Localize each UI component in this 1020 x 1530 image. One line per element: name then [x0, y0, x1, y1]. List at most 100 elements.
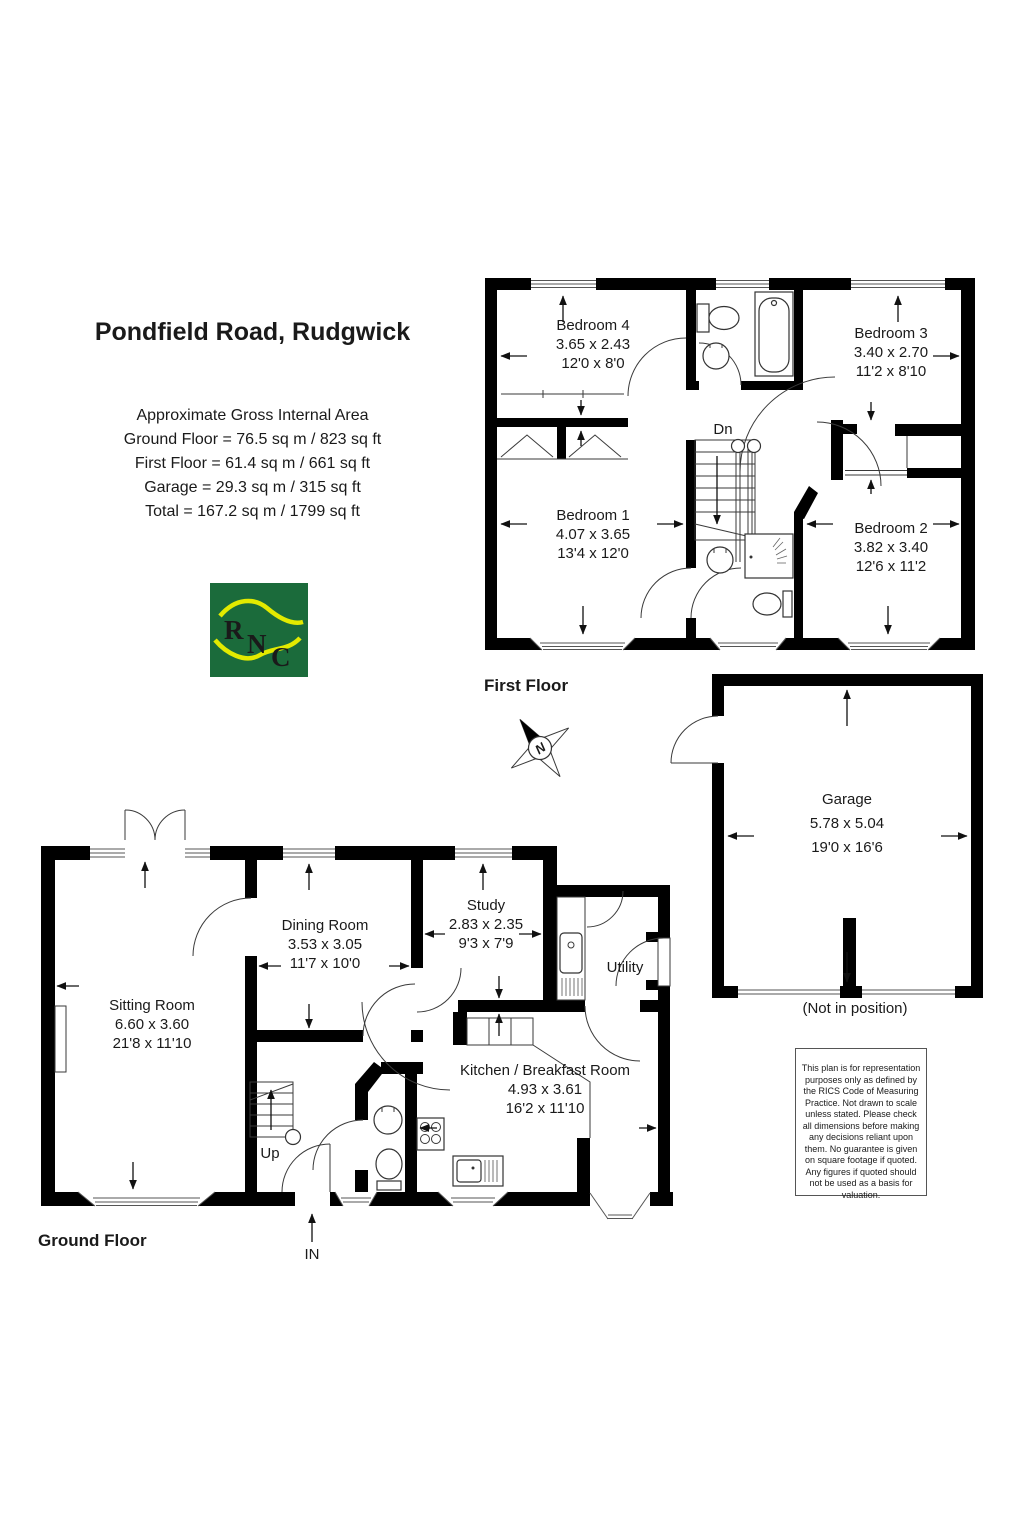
bedroom1-metric: 4.07 x 3.65 [556, 526, 630, 543]
bedroom4-imperial: 12'0 x 8'0 [561, 355, 624, 372]
first-floor-windows [529, 278, 945, 651]
sitting-room-imperial: 21'8 x 11'10 [113, 1035, 192, 1052]
door-arc-shower-room [690, 567, 742, 619]
bedroom3-name: Bedroom 3 [854, 325, 927, 342]
bedroom3-imperial: 11'2 x 8'10 [856, 363, 927, 380]
logo-letter-n: N [247, 629, 267, 659]
door-arc-bedroom3 [739, 376, 836, 473]
ground-floor-label: Ground Floor [38, 1231, 147, 1250]
logo-swoosh-top [218, 598, 304, 625]
door-arc-bedroom2 [816, 421, 882, 487]
bathroom-fixtures [696, 291, 794, 377]
door-arc-french-left [124, 809, 156, 841]
basin-icon [702, 342, 730, 370]
kitchen-imperial: 16'2 x 11'10 [506, 1100, 585, 1117]
wardrobes [497, 390, 908, 476]
stairs-down-label: Dn [713, 421, 732, 438]
garage-note: (Not in position) [802, 1000, 908, 1017]
study-name: Study [467, 897, 506, 914]
door-arc-french-right [154, 809, 186, 841]
bedroom4-metric: 3.65 x 2.43 [556, 336, 630, 353]
kitchen-counter-edge [532, 1044, 591, 1138]
area-line-ground: Ground Floor = 76.5 sq m / 823 sq ft [123, 431, 382, 448]
disclaimer-text: This plan is for representation purposes… [801, 1063, 921, 1200]
ground-floor-arrows [56, 861, 657, 1242]
utility-name: Utility [607, 959, 644, 976]
chimney-nib [54, 1005, 67, 1073]
door-arc-utility-rear [586, 890, 624, 928]
kitchen-metric: 4.93 x 3.61 [508, 1081, 582, 1098]
logo-background [210, 583, 308, 677]
shower-room-fixtures [706, 533, 794, 618]
bedroom2-metric: 3.82 x 3.40 [854, 539, 928, 556]
kitchen-name: Kitchen / Breakfast Room [460, 1062, 630, 1079]
sink-icon [559, 932, 583, 974]
door-arc-bedroom1 [640, 567, 692, 619]
toilet-cistern-icon [782, 590, 793, 618]
toilet-icon [752, 592, 782, 616]
sink-icon [456, 1159, 482, 1183]
bedroom2-imperial: 12'6 x 11'2 [856, 558, 927, 575]
first-floor-plan: Dn [485, 278, 975, 651]
bedroom4-name: Bedroom 4 [556, 317, 629, 334]
garage-imperial: 19'0 x 16'6 [811, 839, 883, 856]
rnc-logo: R N C [210, 583, 308, 677]
area-line-first: First Floor = 61.4 sq m / 661 sq ft [134, 455, 371, 472]
utility-counter [556, 896, 586, 1001]
basin-icon [373, 1105, 403, 1135]
compass-star [510, 718, 570, 778]
toilet-icon [375, 1148, 403, 1180]
bedroom1-name: Bedroom 1 [556, 507, 629, 524]
garage-door-openings [738, 986, 955, 998]
stairs-up-label: Up [260, 1145, 279, 1162]
garage-arrows [727, 689, 968, 983]
stairs-up [249, 1081, 302, 1146]
toilet-icon [708, 305, 740, 331]
door-arc-front-entrance [281, 1143, 331, 1193]
dining-room-name: Dining Room [282, 917, 369, 934]
study-metric: 2.83 x 2.35 [449, 916, 523, 933]
ground-floor-doors [124, 809, 665, 1193]
first-floor-room-labels: Bedroom 4 3.65 x 2.43 12'0 x 8'0 Bedroom… [556, 317, 928, 575]
sitting-room-metric: 6.60 x 3.60 [115, 1016, 189, 1033]
door-arc-bedroom4 [627, 337, 687, 397]
first-floor-doors [627, 337, 882, 619]
study-imperial: 9'3 x 7'9 [459, 935, 514, 952]
property-title: Pondfield Road, Rudgwick [94, 318, 411, 346]
garage-name: Garage [822, 791, 872, 808]
ground-floor-windows [77, 846, 671, 1220]
newel-post [284, 1128, 302, 1146]
bedroom3-metric: 3.40 x 2.70 [854, 344, 928, 361]
entrance-label: IN [305, 1246, 320, 1263]
logo-swoosh-bottom [213, 636, 302, 661]
disclaimer-box: This plan is for representation purposes… [795, 1048, 927, 1200]
stairs-down [694, 438, 762, 562]
logo-letter-r: R [224, 615, 244, 645]
area-line-total: Total = 167.2 sq m / 1799 sq ft [145, 503, 360, 520]
newel-post [730, 438, 746, 454]
compass-rose: N [510, 718, 570, 778]
first-floor-label: First Floor [484, 676, 569, 695]
dining-room-imperial: 11'7 x 10'0 [290, 955, 361, 972]
door-arc-wc [312, 1119, 364, 1171]
ground-floor-room-labels: Sitting Room 6.60 x 3.60 21'8 x 11'10 Di… [109, 897, 644, 1117]
first-floor-arrows [500, 295, 960, 635]
newel-post [746, 438, 762, 454]
area-summary: Approximate Gross Internal Area Ground F… [45, 404, 460, 524]
area-line-garage: Garage = 29.3 sq m / 315 sq ft [144, 479, 361, 496]
garage-metric: 5.78 x 5.04 [810, 815, 884, 832]
dining-room-metric: 3.53 x 3.05 [288, 936, 362, 953]
sitting-room-name: Sitting Room [109, 997, 195, 1014]
hob-icon [416, 1117, 445, 1151]
basin-icon [706, 546, 734, 574]
shower-icon [744, 533, 794, 579]
bedroom1-imperial: 13'4 x 12'0 [557, 545, 629, 562]
garage-plan: Garage 5.78 x 5.04 19'0 x 16'6 [670, 674, 983, 998]
toilet-cistern-icon [696, 303, 710, 333]
kitchen-counter [466, 1017, 534, 1046]
door-arc-utility-kitchen [584, 1005, 641, 1062]
area-heading: Approximate Gross Internal Area [136, 407, 369, 424]
door-arc-kitchen-hall [361, 1001, 451, 1091]
door-arc-study [416, 967, 462, 1013]
